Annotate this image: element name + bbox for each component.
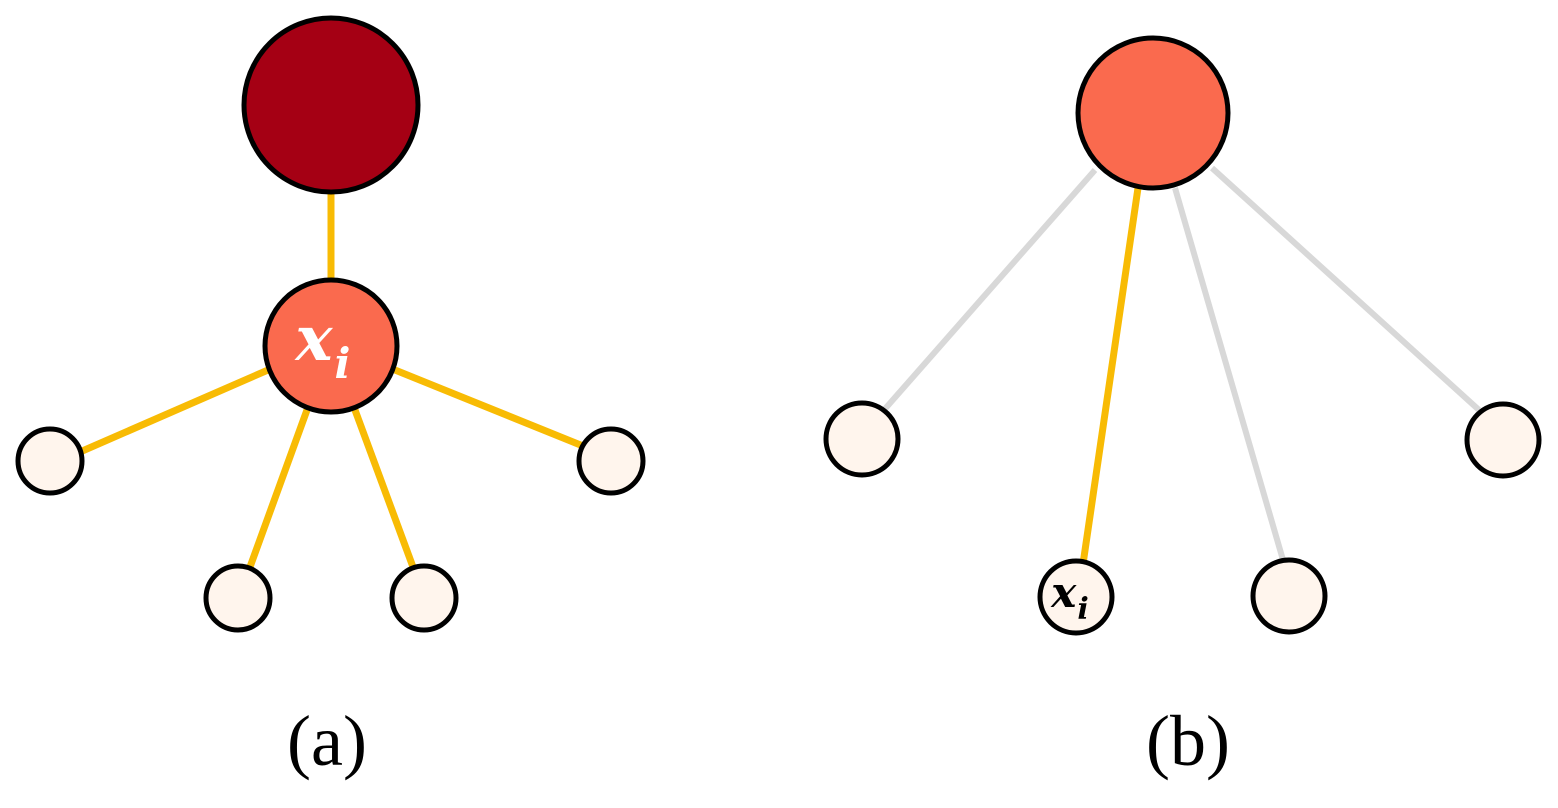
- panel-b: xi (b): [823, 35, 1542, 781]
- edge-b-root-to-xi: [1079, 187, 1142, 565]
- node-b-xi-label: xi: [1050, 568, 1088, 627]
- edge-a-xi-to-leaf-1: [78, 366, 270, 456]
- edge-a-xi-to-leaf-3: [351, 408, 417, 569]
- node-b-leaf-3: [1250, 557, 1328, 635]
- panel-a-caption: (a): [287, 701, 367, 781]
- edge-b-root-to-leaf-3: [1172, 187, 1286, 561]
- edge-b-root-to-leaf-1: [881, 168, 1098, 412]
- node-b-xi: [1037, 558, 1115, 636]
- node-a-leaf-4: [576, 426, 646, 496]
- edge-b-root-to-leaf-4: [1209, 165, 1482, 413]
- edge-a-xi-to-leaf-4: [393, 366, 585, 450]
- node-b-leaf-1: [823, 400, 901, 478]
- node-b-xi-label-sub: i: [1077, 592, 1088, 627]
- node-a-xi-label-sub: i: [335, 339, 351, 388]
- node-a-leaf-3: [389, 563, 459, 633]
- node-a-leaf-1: [15, 426, 85, 496]
- node-a-leaf-2: [203, 563, 273, 633]
- node-b-xi-label-var: x: [1050, 568, 1077, 617]
- edge-a-xi-to-leaf-2: [246, 408, 311, 569]
- node-b-leaf-4: [1464, 401, 1542, 479]
- panel-a: xi (a): [15, 15, 646, 781]
- node-b-root: [1075, 35, 1231, 191]
- node-a-xi: [262, 277, 400, 415]
- panel-b-caption: (b): [1146, 701, 1230, 781]
- node-a-root: [241, 15, 421, 195]
- node-a-xi-label-var: x: [294, 302, 334, 375]
- node-a-xi-label: xi: [294, 302, 351, 388]
